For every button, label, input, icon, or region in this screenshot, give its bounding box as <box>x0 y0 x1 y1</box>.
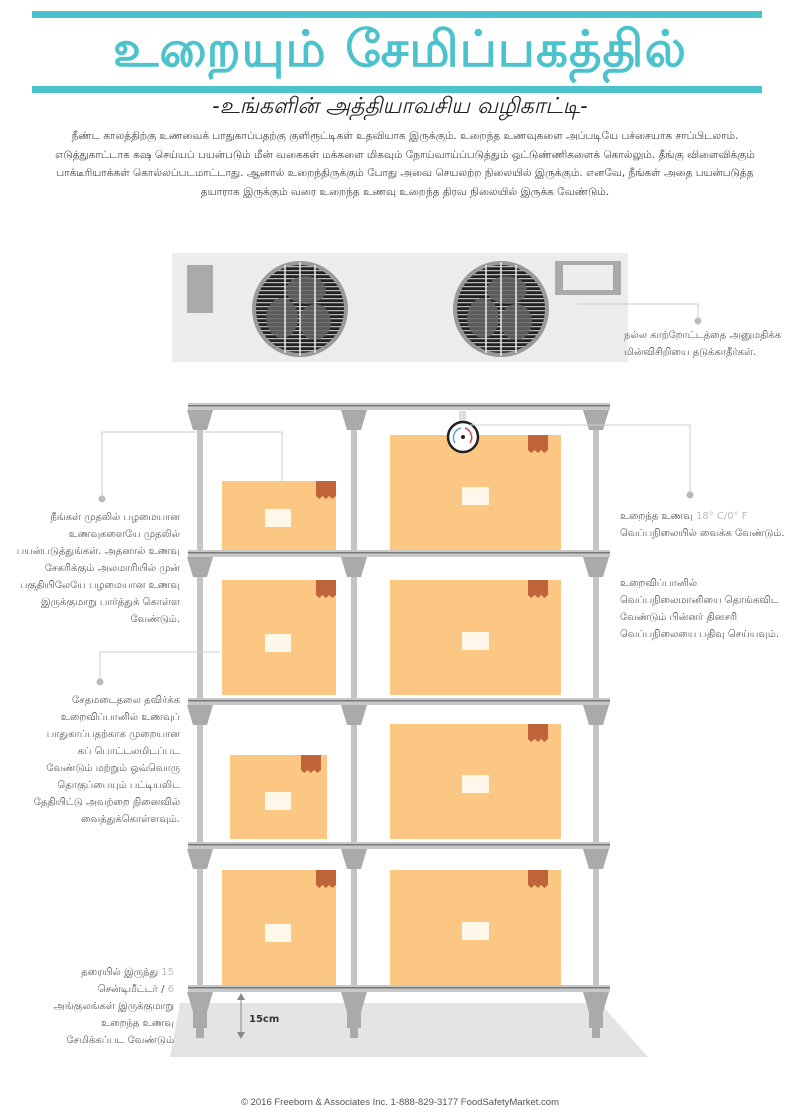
note-temperature-suffix: வெப்பநிலையில் வைக்க வேண்டும். <box>620 528 785 539</box>
box <box>222 580 336 695</box>
callout-dots <box>96 317 702 686</box>
shelf-plank-edge <box>188 405 610 407</box>
shelf-bracket <box>341 992 367 1012</box>
unit-panel <box>187 265 213 313</box>
note-floor-clearance: தரையில் இருந்து 15 சென்டிமீட்டர் / 6 அங்… <box>50 964 174 1049</box>
floor <box>170 1003 648 1057</box>
box <box>390 724 561 839</box>
shelf-bracket <box>341 410 367 430</box>
shelf-bracket <box>341 557 367 577</box>
shelf-bracket <box>187 557 213 577</box>
height-label: 15cm <box>249 1014 279 1025</box>
shelf-bracket <box>341 849 367 869</box>
note-floor-prefix: தரையில் இருந்து <box>81 967 162 978</box>
fan-icon <box>252 261 348 357</box>
shelf-bracket <box>583 410 609 430</box>
note-temperature-prefix: உறைந்த உணவு <box>620 511 696 522</box>
thermometer-icon <box>446 411 480 454</box>
shelf-plank-edge <box>188 700 610 702</box>
box <box>222 481 336 551</box>
page-title: உறையும் சேமிப்பகத்தில் <box>112 20 688 78</box>
shelf-bracket <box>187 410 213 430</box>
intro-paragraph: நீண்ட காலத்திற்கு உணவைக் பாதுகாப்பதற்கு … <box>55 130 755 198</box>
shelf-plank-edge <box>188 552 610 554</box>
shelf-bracket <box>341 705 367 725</box>
title-bottom-bar <box>32 86 762 93</box>
box <box>230 755 327 839</box>
shelf-bracket <box>187 705 213 725</box>
shelf-bracket <box>583 557 609 577</box>
shelf-bracket <box>187 992 213 1012</box>
box <box>222 870 336 985</box>
footer-copyright: © 2016 Freeborn & Associates Inc. 1-888-… <box>240 1097 560 1108</box>
shelf-plank-edge <box>188 987 610 989</box>
shelf-bracket <box>187 849 213 869</box>
box <box>390 870 561 985</box>
note-thermometer: உறைவிப்பானில் வெப்பநிலைமானியை தொங்கவிட வ… <box>620 578 780 640</box>
note-floor-value2: 6 <box>167 984 174 995</box>
note-floor-suffix: அங்குலங்கள் இருக்குமாறு உறைந்த உணவு சேமி… <box>53 1001 174 1046</box>
shelf-bracket <box>583 992 609 1012</box>
shelf-plank-edge <box>188 844 610 846</box>
note-temperature-value: 18° C/0° F <box>696 511 748 522</box>
note-fifo: நீங்கள் முதலில் பழமையான உணவுகளையே முதலில… <box>16 512 180 625</box>
note-temperature: உறைந்த உணவு 18° C/0° F வெப்பநிலையில் வைக… <box>620 508 785 542</box>
note-fan-airflow: நல்ல காற்றோட்டத்தை அனுமதிக்க மின்விசிறிய… <box>624 330 782 358</box>
box <box>390 435 561 551</box>
title-top-bar <box>32 11 762 18</box>
fan-icon <box>453 261 549 357</box>
note-floor-mid: சென்டிமீட்டர் / <box>97 984 168 995</box>
shelf-levels <box>187 403 610 1012</box>
evaporator-fan-unit <box>172 253 628 362</box>
shelf-legs <box>193 1008 603 1038</box>
storage-boxes <box>222 435 561 985</box>
note-packaging: சேதமடைதலை தவிர்க்க உறைவிப்பானில் உணவுப் … <box>33 695 180 825</box>
page-subtitle: -உங்களின் அத்தியாவசிய வழிகாட்டி- <box>212 94 588 119</box>
box <box>390 580 561 695</box>
height-arrow-icon <box>237 993 245 1039</box>
note-floor-value: 15 <box>161 967 174 978</box>
shelf-bracket <box>583 705 609 725</box>
callout-lines <box>99 303 699 679</box>
shelf-bracket <box>583 849 609 869</box>
